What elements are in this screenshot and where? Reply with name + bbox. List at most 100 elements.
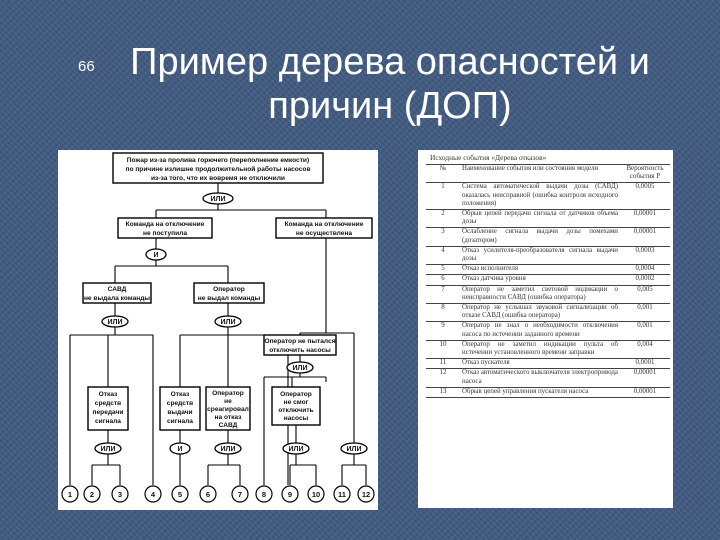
savd-node: САВД не выдала команды — [82, 282, 152, 304]
command-not-received-node: Команда на отключение не поступила — [117, 217, 213, 239]
gate-sub3: ИЛИ — [214, 442, 242, 455]
gate-label: ИЛИ — [347, 446, 362, 453]
gate-sub2: И — [169, 442, 191, 455]
command-not-executed-node: Команда на отключение не осуществлена — [275, 217, 373, 239]
node-label: Отказ — [171, 391, 190, 398]
slide-number: 66 — [78, 58, 95, 75]
cell-num: 7 — [426, 285, 460, 305]
cell-prob: 0,005 — [620, 285, 670, 305]
node-label: сигнала — [167, 418, 193, 425]
node-label: на отказ — [215, 414, 243, 421]
cell-prob: 0,0005 — [620, 182, 670, 211]
gate-label: ИЛИ — [293, 365, 308, 372]
leaf-label: 8 — [262, 490, 266, 499]
cell-name: Отказ автоматического выключателя электр… — [460, 368, 620, 388]
leaf-label: 10 — [312, 490, 320, 499]
leaf-event: 7 — [231, 485, 249, 503]
leaf-event: 11 — [333, 485, 351, 503]
signal-transfer-failure-node: Отказ средств передачи сигнала — [87, 386, 129, 431]
top-event-line: из-за того, что их вовремя не отключили — [151, 175, 285, 182]
operator-could-not-stop-node: Оператор не смог отключить насосы — [271, 386, 321, 426]
cell-name: Отказ исполнителя — [460, 264, 620, 276]
node-label: передачи — [93, 409, 124, 416]
node-label: отключить насосы — [269, 347, 331, 354]
leaf-event: 5 — [171, 485, 189, 503]
leaf-label: 9 — [288, 490, 292, 499]
cell-name: Оператор не услышал звуковой сигнализаци… — [460, 303, 620, 323]
leaf-event: 1 — [61, 485, 79, 503]
cell-name: Оператор не знал о необходимости отключе… — [460, 321, 620, 341]
cell-num: 2 — [426, 209, 460, 229]
operator-no-reaction-node: Оператор не среагировал на отказ САВД — [205, 386, 251, 431]
cell-prob: 0,001 — [620, 303, 670, 323]
cell-prob: 0,0002 — [620, 274, 670, 286]
node-label: сигнала — [95, 418, 121, 425]
cell-num: 13 — [426, 387, 460, 399]
gate-try: ИЛИ — [286, 361, 314, 374]
leaf-label: 1 — [68, 490, 72, 499]
node-label: САВД — [108, 286, 127, 293]
gate-label: ИЛИ — [221, 446, 236, 453]
node-label: Команда на отключение — [126, 221, 205, 228]
cell-name: Система автоматической выдачи дозы (САВД… — [460, 182, 620, 211]
header-name: Наименование события или состояния модел… — [460, 163, 620, 184]
gate-label: ИЛИ — [221, 319, 236, 326]
cell-prob: 0,00001 — [620, 209, 670, 229]
cell-name: Ослабление сигнала выдачи дозы помехами … — [460, 227, 620, 247]
node-label: отключить — [278, 407, 313, 414]
slide-title: Пример дерева опасностей и причин (ДОП) — [130, 41, 650, 127]
node-label: не выдал команды — [198, 295, 261, 302]
cell-name: Оператор не заметил световой индикации о… — [460, 285, 620, 305]
top-event-line: по причине излишне продолжительной работ… — [125, 165, 310, 173]
leaf-event: 3 — [111, 485, 129, 503]
operator-node: Оператор не выдал команды — [193, 282, 265, 304]
leaf-event: 8 — [255, 485, 273, 503]
node-label: средств — [167, 400, 193, 407]
leaf-event: 4 — [144, 485, 162, 503]
table-caption: Исходные события «Дерева отказов» — [430, 153, 547, 162]
leaf-label: 2 — [90, 490, 94, 499]
leaf-event: 2 — [83, 485, 101, 503]
gate-far: ИЛИ — [340, 442, 368, 455]
gate-label: И — [177, 446, 182, 453]
node-label: Команда на отключение — [285, 221, 364, 228]
cell-num: 6 — [426, 274, 460, 286]
node-label: Оператор — [212, 390, 244, 397]
header-num: № — [426, 163, 460, 184]
gate-label: ИЛИ — [211, 196, 226, 203]
table-header-row: № Наименование события или состояния мод… — [426, 163, 670, 184]
gate-sub4: ИЛИ — [282, 442, 310, 455]
leaf-label: 3 — [118, 490, 122, 499]
cell-prob: 0,00001 — [620, 368, 670, 388]
node-label: Оператор — [213, 286, 245, 293]
cell-num: 5 — [426, 264, 460, 276]
cell-num: 3 — [426, 227, 460, 247]
gate-label: ИЛИ — [108, 319, 123, 326]
leaf-label: 7 — [238, 490, 242, 499]
node-label: средств — [95, 400, 121, 407]
gate-and-left: И — [145, 248, 167, 261]
gate-sub1: ИЛИ — [94, 442, 122, 455]
gate-label: ИЛИ — [289, 446, 304, 453]
leaf-event: 9 — [281, 485, 299, 503]
top-event-line: Пожар из-за пролива горючего (переполнен… — [127, 157, 309, 164]
leaf-events: 1 2 3 4 5 6 7 8 9 10 11 12 — [61, 485, 375, 503]
leaf-label: 4 — [151, 490, 156, 499]
leaf-event: 12 — [357, 485, 375, 503]
operator-did-not-try-node: Оператор не пытался отключить насосы — [263, 334, 337, 356]
top-event-node: Пожар из-за пролива горючего (переполнен… — [112, 152, 324, 184]
cell-prob: 0,0001 — [620, 358, 670, 370]
node-label: Отказ — [99, 391, 118, 398]
node-label: среагировал — [207, 406, 249, 413]
node-label: САВД — [219, 422, 238, 429]
